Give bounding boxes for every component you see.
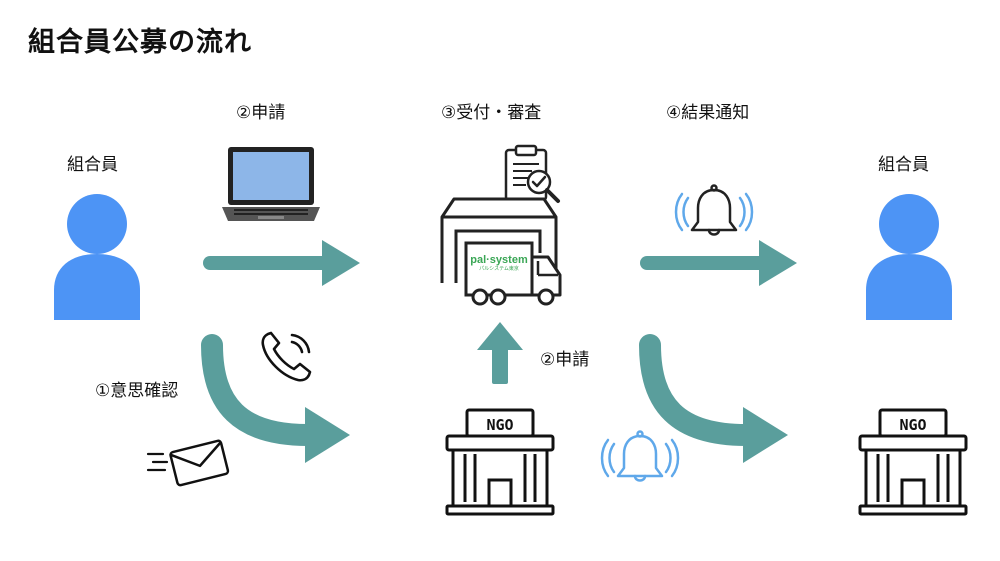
- pal-system-sub: パルシステム東京: [479, 266, 519, 272]
- arrow-up-icon: [477, 322, 523, 384]
- curved-arrow-icon-left: [201, 334, 350, 463]
- bell-icon-top: [674, 184, 754, 236]
- phone-icon: [261, 331, 312, 382]
- member-right-label: 組合員: [878, 155, 929, 175]
- arrow-right-icon-top-right: [640, 240, 797, 286]
- warehouse-truck-icon: [440, 197, 562, 306]
- ngo-sign-right: NGO: [899, 416, 926, 434]
- page-title: 組合員公募の流れ: [28, 27, 252, 58]
- person-icon-right: [866, 194, 952, 320]
- clipboard-check-icon: [504, 144, 560, 203]
- pal-system-logo: pal·system パルシステム東京: [468, 255, 530, 273]
- ngo-building-icon-right: NGO: [858, 408, 968, 516]
- mail-icon: [146, 439, 230, 487]
- person-icon-left: [54, 194, 140, 320]
- laptop-icon: [222, 147, 320, 221]
- arrow-right-icon-top-left: [203, 240, 360, 286]
- step1-confirm-label: ①意思確認: [95, 381, 179, 401]
- step2-apply-label-top: ②申請: [236, 103, 286, 123]
- step2-apply-label-mid: ②申請: [540, 350, 590, 370]
- member-left-label: 組合員: [67, 155, 118, 175]
- step4-result-label: ④結果通知: [666, 103, 750, 123]
- pal-system-brand: pal·system: [470, 254, 528, 266]
- ngo-sign-center: NGO: [486, 416, 513, 434]
- curved-arrow-icon-right: [639, 334, 788, 463]
- bell-icon-bottom: [600, 430, 680, 482]
- ngo-building-icon-center: NGO: [445, 408, 555, 516]
- step3-review-label: ③受付・審査: [441, 103, 542, 123]
